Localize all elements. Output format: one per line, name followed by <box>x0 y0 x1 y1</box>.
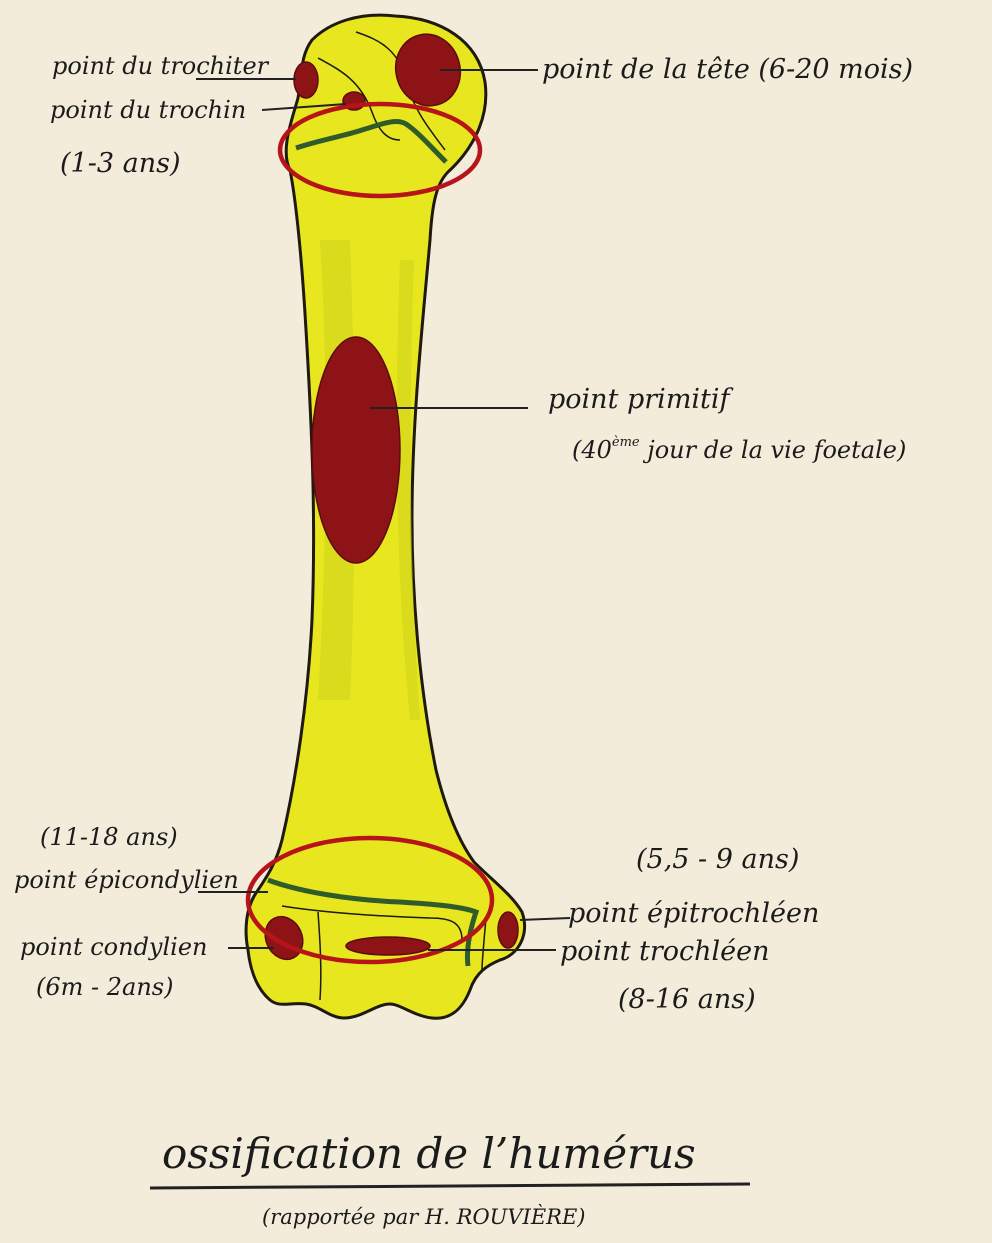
label-primitif: point primitif <box>548 384 734 415</box>
label-primitif-age-prefix: (40 <box>572 436 612 464</box>
label-trochleen: point trochléen <box>560 936 770 967</box>
label-condylien: point condylien <box>20 933 208 961</box>
label-trochin: point du trochin <box>50 96 246 124</box>
label-primitif-age-suffix: jour de la vie foetale) <box>640 436 907 464</box>
nucleus-primitif <box>312 337 400 563</box>
label-epicondylien-age: (11-18 ans) <box>40 823 178 851</box>
diagram-credit: (rapportée par H. ROUVIÈRE) <box>262 1205 585 1229</box>
nucleus-epitrochleen <box>498 912 518 948</box>
label-primitif-age-superscript: ème <box>612 435 640 450</box>
leader-epitrochleen <box>520 918 570 920</box>
label-epitrochleen-age: (5,5 - 9 ans) <box>636 844 799 875</box>
label-tete: point de la tête (6-20 mois) <box>542 54 913 85</box>
title-underline <box>150 1184 750 1188</box>
label-trochin-age: (1-3 ans) <box>60 148 180 179</box>
label-primitif-age: (40ème jour de la vie foetale) <box>572 435 906 464</box>
label-epicondylien: point épicondylien <box>14 866 239 894</box>
label-trochleen-age: (8-16 ans) <box>618 984 756 1015</box>
label-condylien-age: (6m - 2ans) <box>36 973 173 1001</box>
nucleus-trochiter <box>294 62 318 98</box>
diagram-title: ossification de l’humérus <box>162 1129 696 1178</box>
label-epitrochleen: point épitrochléen <box>568 898 819 929</box>
nucleus-trochleen <box>346 937 430 955</box>
label-trochiter: point du trochiter <box>52 52 270 80</box>
